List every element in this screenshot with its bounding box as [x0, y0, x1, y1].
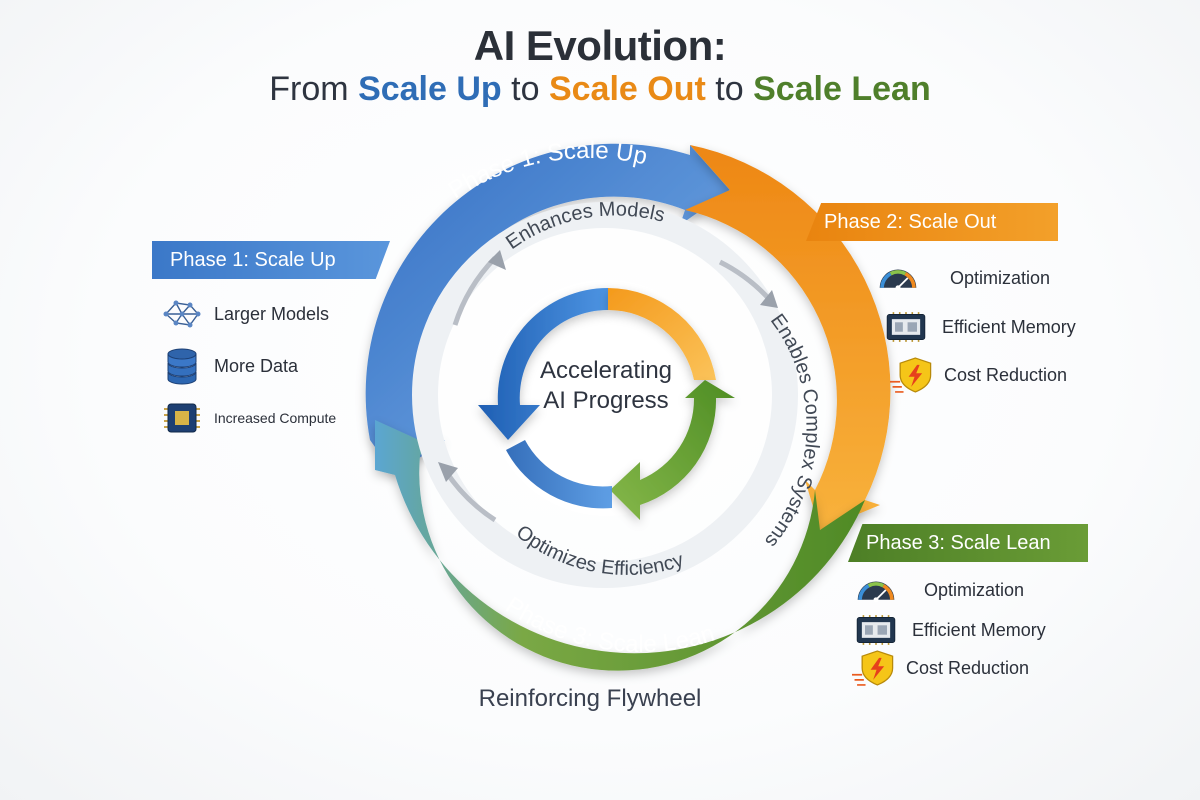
banner-phase2: Phase 2: Scale Out — [806, 203, 1058, 241]
list-item-cost-reduction-2: Cost Reduction — [852, 650, 1029, 686]
lightning-shield-icon — [890, 357, 934, 393]
inner-track — [412, 202, 798, 588]
center-arc-blue — [478, 287, 608, 440]
list-item-efficient-memory-1: Efficient Memory — [884, 309, 1076, 345]
ring-segment-blue — [365, 143, 730, 475]
subtitle-scale-up: Scale Up — [358, 70, 502, 108]
list-item-label: Efficient Memory — [912, 619, 1046, 640]
list-item-optimization-1: Optimization — [876, 260, 1050, 296]
list-item-label: Larger Models — [214, 303, 330, 324]
page-title: AI Evolution: — [473, 22, 727, 69]
banner-phase1: Phase 1: Scale Up — [152, 241, 390, 279]
inner-arrowhead-2 — [760, 290, 778, 308]
list-item-label: Optimization — [924, 579, 1025, 600]
center-text-line2: AI Progress — [543, 387, 668, 414]
list-item-label: Efficient Memory — [942, 316, 1076, 337]
list-item-more-data: More Data — [160, 348, 299, 385]
chip-icon — [160, 400, 204, 436]
list-item-label: Increased Compute — [214, 410, 337, 426]
memory-chip-icon — [884, 309, 928, 345]
list-item-larger-models: Larger Models — [160, 296, 329, 332]
list-item-label: Cost Reduction — [906, 657, 1030, 678]
subtitle-from: From — [269, 70, 349, 108]
list-item-increased-compute: Increased Compute — [160, 400, 336, 436]
center-text-line1: Accelerating — [540, 357, 672, 384]
list-item-optimization-2: Optimization — [854, 572, 1024, 608]
list-item-cost-reduction-1: Cost Reduction — [890, 357, 1067, 393]
subtitle-to-1: to — [511, 70, 540, 108]
list-item-label: Optimization — [950, 267, 1051, 288]
inner-arrowhead-3 — [438, 462, 458, 482]
banner-phase3: Phase 3: Scale Lean — [848, 524, 1088, 562]
subtitle-to-2: to — [715, 70, 744, 108]
list-item-label: Cost Reduction — [944, 364, 1068, 385]
gauge-icon — [854, 572, 898, 608]
lightning-shield-icon — [852, 650, 896, 686]
subtitle-scale-lean: Scale Lean — [753, 70, 931, 108]
page-subtitle: From Scale Up to Scale Out to Scale Lean — [0, 70, 1200, 109]
list-item-efficient-memory-2: Efficient Memory — [854, 612, 1046, 648]
list-item-label: More Data — [214, 355, 299, 376]
ring-segment-orange — [685, 145, 891, 530]
center-arc-green — [610, 380, 735, 520]
footer-caption: Reinforcing Flywheel — [478, 685, 702, 712]
center-arc-blue-lower — [506, 440, 612, 509]
subtitle-scale-out: Scale Out — [548, 70, 706, 108]
center-disc — [488, 280, 724, 516]
center-arc-orange — [608, 288, 716, 380]
database-icon — [160, 348, 204, 385]
network-icon — [160, 296, 204, 332]
inner-arrowhead-1 — [488, 250, 506, 270]
memory-chip-icon — [854, 612, 898, 648]
gauge-icon — [876, 260, 920, 296]
